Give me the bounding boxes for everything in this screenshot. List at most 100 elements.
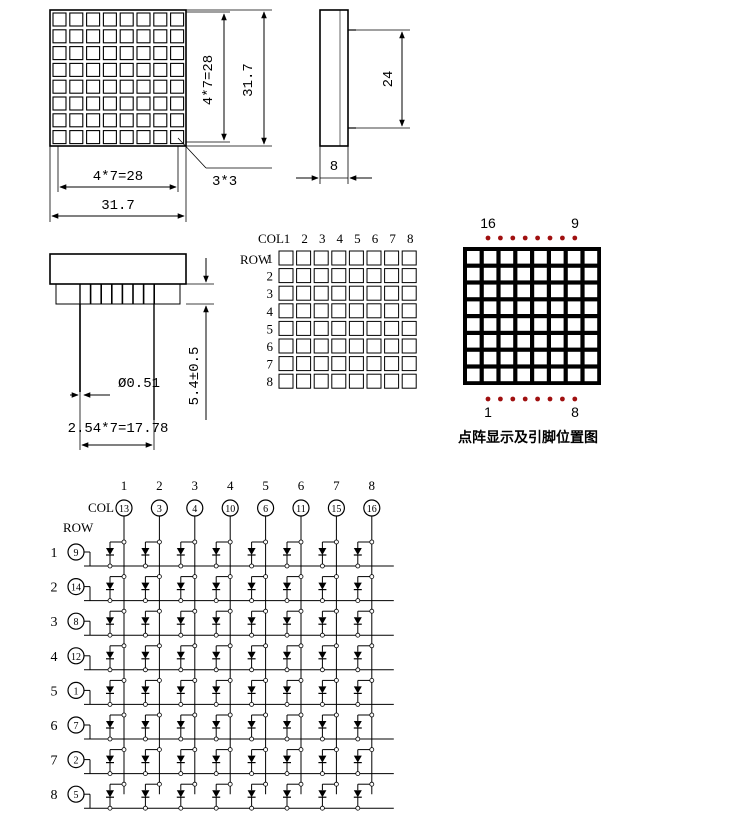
led-diode bbox=[283, 781, 304, 811]
pin-dot bbox=[498, 396, 503, 402]
pin-layout-caption: 点阵显示及引脚位置图 bbox=[458, 429, 598, 445]
pin-layout-cell bbox=[551, 301, 564, 314]
led-diode bbox=[106, 747, 127, 776]
front-dot bbox=[119, 46, 134, 61]
side-view bbox=[296, 9, 410, 184]
outer-width-label: 31.7 bbox=[101, 198, 135, 214]
led-diode bbox=[106, 574, 127, 603]
schematic-col-label: COL bbox=[88, 500, 114, 515]
pin-layout-cell bbox=[551, 251, 564, 264]
grid-dot bbox=[348, 338, 364, 354]
pin-layout-cell bbox=[584, 318, 598, 331]
schematic-row-label: ROW bbox=[63, 520, 94, 535]
grid-dot bbox=[384, 303, 400, 319]
led-diode bbox=[283, 539, 304, 569]
led-diode bbox=[353, 781, 375, 811]
grid-dot bbox=[401, 303, 417, 319]
led-diode bbox=[283, 678, 304, 707]
front-dot bbox=[52, 79, 67, 94]
front-dot bbox=[52, 130, 67, 145]
pin-dot bbox=[547, 396, 553, 402]
grid-dot bbox=[313, 268, 329, 284]
led-diode bbox=[353, 539, 375, 569]
grid-dot bbox=[313, 373, 329, 389]
front-dot bbox=[153, 130, 168, 145]
grid-dot bbox=[278, 320, 294, 336]
front-view-outline bbox=[49, 9, 187, 147]
front-dot bbox=[86, 130, 101, 145]
pin-layout-cell bbox=[467, 351, 480, 365]
front-dot bbox=[119, 29, 134, 44]
pin-label-16: 16 bbox=[480, 215, 496, 231]
row-pin-number: 12 bbox=[71, 652, 81, 663]
led-diode bbox=[176, 781, 198, 811]
grid-dot bbox=[331, 320, 347, 336]
led-diode bbox=[141, 747, 162, 776]
grid-row-number: 4 bbox=[267, 304, 274, 319]
pin-layout-cell bbox=[483, 251, 497, 264]
schematic-column-number: 4 bbox=[227, 478, 234, 493]
pin-layout-cell bbox=[500, 335, 514, 348]
pin-label-9: 9 bbox=[571, 215, 579, 231]
grid-dot bbox=[278, 303, 294, 319]
led-diode bbox=[106, 678, 127, 707]
grid-dot bbox=[331, 338, 347, 354]
grid-col-label: COL bbox=[258, 231, 284, 246]
led-diode bbox=[247, 643, 269, 673]
led-diode bbox=[283, 643, 304, 673]
grid-dot bbox=[384, 356, 400, 372]
grid-column-number: 5 bbox=[354, 231, 361, 246]
front-dot bbox=[153, 29, 168, 44]
led-diode bbox=[247, 539, 269, 569]
grid-row-number: 8 bbox=[267, 374, 274, 389]
grid-dot bbox=[296, 268, 312, 284]
grid-dot bbox=[401, 373, 417, 389]
pin-layout-cell bbox=[483, 284, 497, 298]
pin-dot bbox=[547, 235, 553, 241]
front-dot bbox=[153, 96, 168, 111]
grid-dot bbox=[384, 320, 400, 336]
led-diode bbox=[106, 781, 127, 811]
front-dot bbox=[102, 79, 117, 94]
schematic-column-number: 2 bbox=[156, 478, 163, 493]
grid-dot bbox=[348, 373, 364, 389]
pin-dot bbox=[535, 235, 540, 241]
pin-layout-cell bbox=[517, 301, 530, 314]
pin-layout-cell bbox=[500, 368, 514, 382]
grid-dot bbox=[331, 285, 347, 301]
led-diode bbox=[353, 574, 375, 603]
led-diode bbox=[247, 678, 269, 707]
grid-dot bbox=[401, 268, 417, 284]
pin-layout-cell bbox=[467, 318, 480, 331]
led-diode bbox=[176, 608, 198, 638]
pin-layout-cell bbox=[551, 318, 564, 331]
grid-dot bbox=[313, 285, 329, 301]
front-dot bbox=[170, 113, 185, 128]
pin-length-label: 5.4±0.5 bbox=[187, 347, 203, 406]
led-diode bbox=[141, 608, 162, 638]
grid-dot bbox=[296, 303, 312, 319]
column-pin-number: 16 bbox=[367, 504, 377, 515]
grid-dot bbox=[278, 268, 294, 284]
schematic-row-number: 7 bbox=[51, 754, 58, 769]
grid-dot bbox=[331, 268, 347, 284]
front-dot bbox=[86, 46, 101, 61]
grid-dot bbox=[366, 268, 382, 284]
pin-layout-cell bbox=[567, 251, 581, 264]
front-dot bbox=[102, 96, 117, 111]
pin-dot bbox=[498, 235, 503, 241]
pin-layout-cell bbox=[584, 335, 598, 348]
schematic-row-number: 1 bbox=[51, 546, 58, 561]
pin-layout-cell bbox=[567, 368, 581, 382]
pin-dot bbox=[485, 396, 491, 402]
pin-layout-cell bbox=[517, 267, 530, 281]
column-pin-number: 3 bbox=[157, 504, 162, 515]
led-diode bbox=[106, 539, 127, 569]
led-diode bbox=[318, 608, 339, 638]
front-dot bbox=[52, 12, 67, 27]
pin-layout-cell bbox=[534, 251, 547, 264]
schematic-column-number: 3 bbox=[192, 478, 199, 493]
grid-column-number: 2 bbox=[301, 231, 308, 246]
grid-row-number: 3 bbox=[267, 286, 274, 301]
